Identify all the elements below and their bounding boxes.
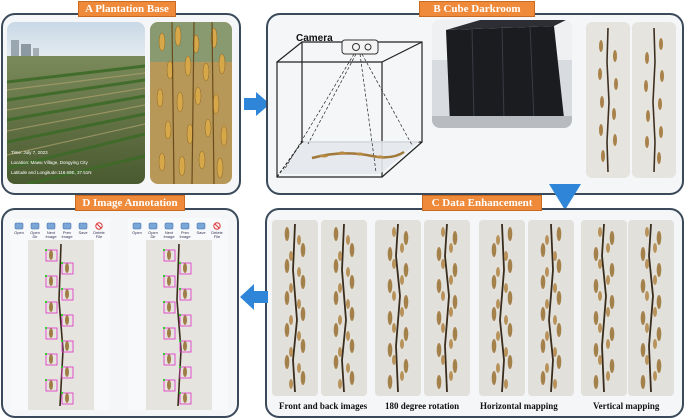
arrow-c-to-d-icon <box>240 284 268 310</box>
plant-strip-back <box>632 22 676 178</box>
caption-vertical: Vertical mapping <box>593 401 660 411</box>
plant-strip-front <box>586 22 630 178</box>
toolbar-delete-file-button[interactable]: Delete File <box>210 222 224 239</box>
toolbar-prev-image-button[interactable]: Prev Image <box>178 222 192 239</box>
caption-front-back: Front and back images <box>279 401 368 411</box>
caption-horizontal: Horizontal mapping <box>480 401 558 411</box>
enhanced-strip-hmap-b <box>528 220 574 396</box>
toolbar-delete-file-button[interactable]: Delete File <box>92 222 106 239</box>
panel-c-tag: C Data Enhancement <box>422 195 542 211</box>
enhanced-strip-hmap-a <box>479 220 525 396</box>
soybean-closeup-photo <box>150 22 232 184</box>
toolbar-label: Open <box>132 230 142 235</box>
toolbar-label: Delete File <box>93 230 105 239</box>
enhanced-strip-vmap-a <box>581 220 627 396</box>
annotated-plant-image <box>28 240 94 410</box>
camera-label: Camera <box>296 33 333 44</box>
enhanced-strip-vmap-b <box>628 220 674 396</box>
toolbar-next-image-button[interactable]: Next Image <box>162 222 176 239</box>
enhanced-strip-front <box>272 220 318 396</box>
toolbar-label: Prev Image <box>61 230 73 239</box>
enhanced-strip-rot-a <box>375 220 421 396</box>
toolbar-label: Save <box>78 230 88 235</box>
enhanced-strip-rot-b <box>424 220 470 396</box>
panel-a-tag: A Plantation Base <box>78 1 176 17</box>
panel-d-tag: D Image Annotation <box>75 195 185 211</box>
enhanced-strip-back <box>321 220 367 396</box>
toolbar-label: Next Image <box>45 230 57 239</box>
toolbar-label: Next Image <box>163 230 175 239</box>
overlay-time: Time: July 7, 2023 <box>11 150 48 155</box>
field-photo: Time: July 7, 2023 Location: Mawu Villag… <box>7 22 145 184</box>
toolbar-label: Open Dir <box>30 230 40 239</box>
arrow-a-to-b-icon <box>244 92 270 116</box>
toolbar-open-dir-button[interactable]: Open Dir <box>28 222 42 239</box>
arrow-b-to-c-icon <box>549 184 581 210</box>
overlay-location: Location: Mawu Village, Dongying City <box>11 160 88 165</box>
toolbar-open-dir-button[interactable]: Open Dir <box>146 222 160 239</box>
toolbar-label: Open Dir <box>148 230 158 239</box>
annotated-plant-image <box>146 240 212 410</box>
toolbar-open-button[interactable]: Open <box>130 222 144 235</box>
toolbar-label: Delete File <box>211 230 223 239</box>
toolbar-open-button[interactable]: Open <box>12 222 26 235</box>
toolbar-save-button[interactable]: Save <box>194 222 208 235</box>
toolbar-label: Open <box>14 230 24 235</box>
panel-b-tag: B Cube Darkroom <box>419 1 535 17</box>
cube-diagram <box>276 39 423 178</box>
toolbar-label: Prev Image <box>179 230 191 239</box>
toolbar-save-button[interactable]: Save <box>76 222 90 235</box>
toolbar-prev-image-button[interactable]: Prev Image <box>60 222 74 239</box>
toolbar-next-image-button[interactable]: Next Image <box>44 222 58 239</box>
darkroom-photo <box>432 20 572 128</box>
toolbar-label: Save <box>196 230 206 235</box>
caption-rotation: 180 degree rotation <box>385 401 460 411</box>
overlay-coordinates: Latitude and Longitude:118.69E, 37.51N <box>11 170 92 175</box>
